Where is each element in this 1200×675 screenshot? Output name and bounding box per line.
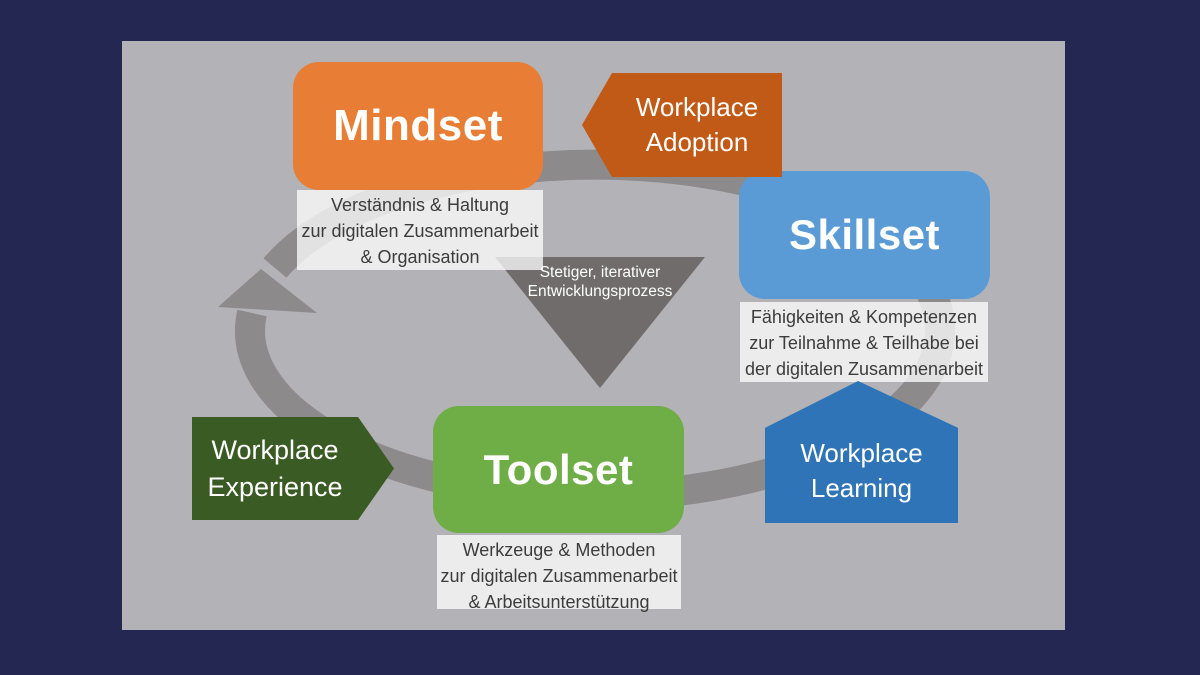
mindset-caption-line1: Verständnis & Haltung bbox=[330, 195, 510, 215]
mindset-box: Mindset bbox=[293, 62, 543, 190]
workplace-learning-line1: Workplace bbox=[800, 437, 923, 468]
workplace-learning-line2: Learning bbox=[810, 473, 913, 503]
skillset-caption-line2: zur Teilnahme & Teilhabe bei bbox=[749, 333, 979, 353]
workplace-experience-arrow: Workplace Experience bbox=[192, 417, 394, 520]
toolset-caption-line3: & Arbeitsunterstützung bbox=[468, 592, 650, 612]
toolset-caption-line2: zur digitalen Zusammenarbeit bbox=[440, 566, 678, 586]
toolset-caption-line1: Werkzeuge & Methoden bbox=[462, 540, 656, 560]
toolset-caption: Werkzeuge & Methoden zur digitalen Zusam… bbox=[437, 535, 681, 612]
workplace-experience-line1: Workplace bbox=[211, 435, 339, 466]
workplace-experience-line2: Experience bbox=[207, 471, 343, 502]
workplace-adoption-arrow: Workplace Adoption bbox=[582, 73, 782, 177]
skillset-caption: Fähigkeiten & Kompetenzen zur Teilnahme … bbox=[740, 302, 988, 382]
center-process-line2: Entwicklungsprozess bbox=[527, 283, 673, 300]
skillset-label: Skillset bbox=[788, 211, 941, 258]
skillset-box: Skillset bbox=[739, 171, 990, 299]
skillset-caption-line1: Fähigkeiten & Kompetenzen bbox=[750, 307, 978, 327]
workplace-adoption-line2: Adoption bbox=[645, 127, 749, 157]
workplace-learning-house: Workplace Learning bbox=[765, 381, 958, 523]
mindset-caption-line2: zur digitalen Zusammenarbeit bbox=[301, 221, 539, 241]
mindset-label: Mindset bbox=[333, 101, 503, 150]
center-process-label: Stetiger, iterativer Entwicklungsprozess bbox=[495, 263, 705, 301]
center-process-line1: Stetiger, iterativer bbox=[539, 264, 661, 281]
toolset-label: Toolset bbox=[483, 445, 634, 493]
workplace-adoption-line1: Workplace bbox=[635, 91, 759, 122]
mindset-caption: Verständnis & Haltung zur digitalen Zusa… bbox=[297, 190, 543, 270]
skillset-caption-line3: der digitalen Zusammenarbeit bbox=[744, 359, 984, 379]
mindset-caption-line3: & Organisation bbox=[360, 247, 480, 267]
toolset-box: Toolset bbox=[433, 406, 684, 533]
